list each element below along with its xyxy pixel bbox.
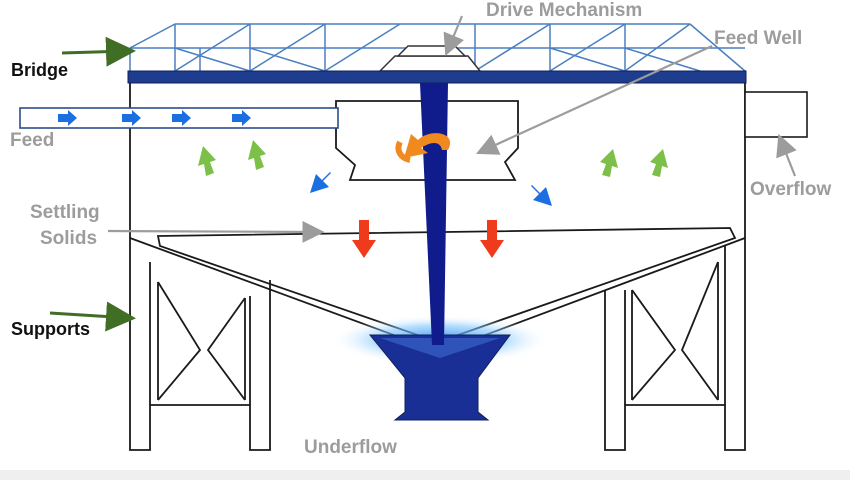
overflow-pointer [776, 133, 797, 177]
feed-arrow-3 [172, 110, 191, 126]
up-arrow-2 [248, 140, 266, 170]
feed-arrow-1 [58, 110, 77, 126]
bridge-truss [129, 23, 746, 72]
drive-mechanism-label: Drive Mechanism [486, 0, 643, 21]
overflow-label: Overflow [750, 179, 832, 200]
up-arrow-1 [198, 146, 216, 176]
supports [129, 238, 746, 451]
settling-solids-label-line1: Settling [30, 202, 100, 223]
feed-well-pointer [475, 44, 713, 155]
drive-shaft [420, 83, 448, 345]
outflow-arrow-left [310, 172, 331, 193]
feed-label: Feed [10, 130, 55, 151]
up-arrow-3 [600, 149, 618, 177]
up-arrows [198, 140, 668, 177]
feed-arrow-2 [122, 110, 141, 126]
bridge-label: Bridge [11, 60, 69, 80]
feed-well-label: Feed Well [714, 28, 803, 49]
bottom-strip [0, 470, 850, 480]
bridge-pointer [61, 36, 136, 67]
feed-flow-arrows [58, 110, 251, 126]
outflow-arrows [310, 172, 552, 206]
settling-solids-label-line2: Solids [40, 228, 98, 249]
drive-mechanism-pointer [443, 15, 464, 57]
underflow-label: Underflow [304, 437, 397, 458]
supports-label: Supports [11, 319, 90, 339]
down-arrow-2 [480, 220, 504, 258]
underflow-cone [368, 334, 511, 421]
down-arrow-1 [352, 220, 376, 258]
settling-solids-pointer [107, 220, 325, 243]
feed-arrow-4 [232, 110, 251, 126]
supports-pointer [49, 301, 136, 332]
rotation-arrow [395, 133, 451, 163]
down-arrows [352, 220, 504, 258]
drive-mechanism-housing [378, 45, 482, 72]
cone-highlight [380, 338, 500, 358]
outflow-arrow-right [531, 185, 552, 206]
overflow-box [744, 91, 808, 138]
up-arrow-4 [650, 149, 668, 177]
